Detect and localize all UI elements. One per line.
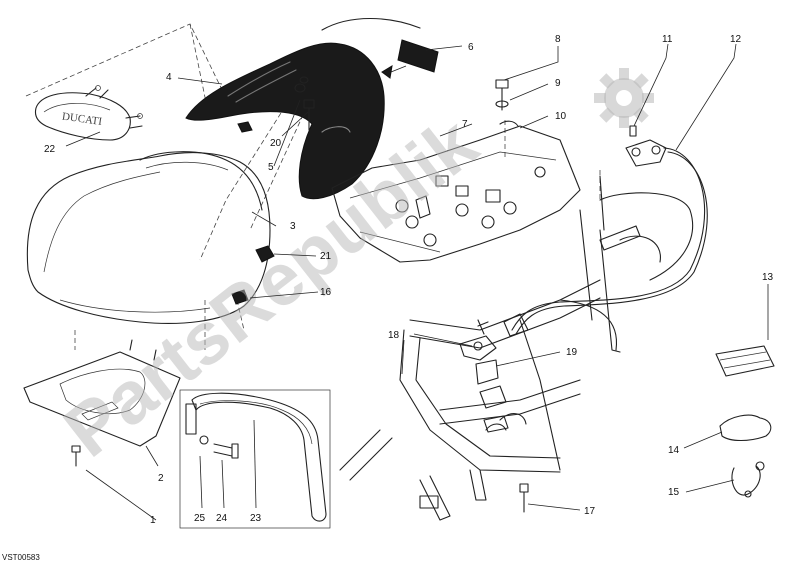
callout-10: 10	[555, 111, 567, 122]
kit-items[interactable]	[715, 345, 775, 498]
seat-cowl-cover[interactable]	[185, 42, 385, 200]
callout-3: 3	[290, 221, 296, 232]
callout-5: 5	[268, 162, 274, 173]
assembly-dashed-lines	[25, 23, 601, 350]
callout-11: 11	[662, 34, 673, 45]
seat-bracket-plate[interactable]	[23, 339, 181, 447]
grommets[interactable]	[231, 76, 315, 305]
callout-8: 8	[555, 34, 561, 45]
callout-25: 25	[194, 513, 206, 524]
callout-labels: 1 2 3 4 5 6 7 8 9 10 11 12 13 14 15 16 1…	[44, 34, 774, 526]
callout-20: 20	[270, 138, 282, 149]
grab-handle-kit[interactable]	[179, 389, 331, 529]
callout-1: 1	[150, 515, 156, 526]
callout-22: 22	[44, 144, 56, 155]
screw-1[interactable]	[71, 445, 81, 467]
watermark-text: PartsRepublik	[49, 100, 493, 472]
rear-frame	[339, 175, 694, 521]
callout-14: 14	[668, 445, 680, 456]
main-seat[interactable]	[26, 151, 271, 324]
diagram-code: VST00583	[2, 553, 40, 562]
callout-18: 18	[388, 330, 400, 341]
tray-fasteners[interactable]	[495, 79, 519, 127]
callout-leaders	[65, 43, 769, 521]
seat-emblem-plate[interactable]: DUCATI	[34, 85, 143, 141]
seat-logo-text: DUCATI	[61, 111, 103, 129]
callout-19: 19	[566, 347, 578, 358]
seat-lock-assembly[interactable]	[503, 125, 708, 337]
callout-15: 15	[668, 487, 680, 498]
tail-sticker[interactable]	[321, 18, 439, 79]
callout-6: 6	[468, 42, 474, 53]
callout-16: 16	[320, 287, 332, 298]
callout-9: 9	[555, 78, 561, 89]
callout-17: 17	[584, 506, 596, 517]
callout-13: 13	[762, 272, 774, 283]
callout-7: 7	[462, 119, 468, 130]
seat-tray[interactable]	[331, 125, 581, 263]
callout-2: 2	[158, 473, 164, 484]
callout-24: 24	[216, 513, 228, 524]
callout-23: 23	[250, 513, 262, 524]
callout-4: 4	[166, 72, 172, 83]
callout-12: 12	[730, 34, 742, 45]
gear-icon	[594, 68, 654, 128]
lock-latch[interactable]	[459, 319, 529, 513]
callout-21: 21	[320, 251, 332, 262]
